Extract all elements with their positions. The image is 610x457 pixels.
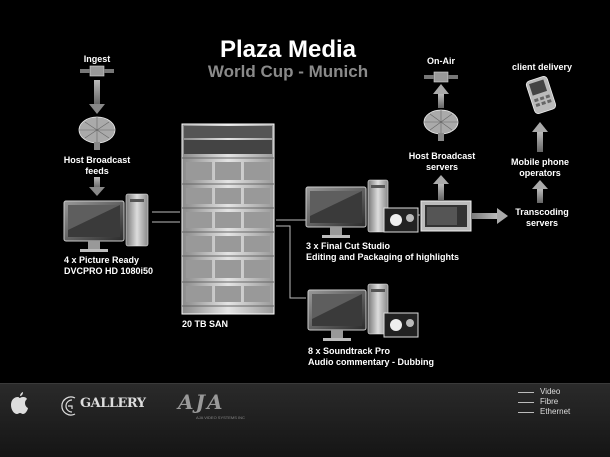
picture-ready-label-line2: DVCPRO HD 1080i50 <box>64 266 154 276</box>
host-servers-up-arrow-icon <box>433 175 449 200</box>
legend-label-ethernet: Ethernet <box>540 407 571 416</box>
soundtrack-label-line2: Audio commentary - Dubbing <box>308 357 434 367</box>
legend-line-video <box>518 392 534 393</box>
legend-label-fibre: Fibre <box>540 397 559 406</box>
legend-item-video: Video <box>518 387 561 397</box>
footer-bar: GALLERY AJA AJA VIDEO SYSTEMS INC Video … <box>0 383 610 457</box>
client-delivery-label: client delivery <box>511 62 573 72</box>
on-air-label: On-Air <box>427 56 455 66</box>
apple-logo-icon <box>11 392 28 414</box>
page-subtitle: World Cup - Munich <box>207 62 369 81</box>
ingest-dish-icon <box>78 116 116 150</box>
on-air-up-arrow-icon <box>433 84 449 108</box>
transcoding-label-line2: servers <box>525 218 559 228</box>
gallery-logo: GALLERY <box>80 396 146 411</box>
host-feeds-label-line2: feeds <box>85 166 109 176</box>
host-servers-label-line2: servers <box>425 162 459 172</box>
soundtrack-workstation-icon <box>307 283 389 341</box>
final-cut-workstation-icon <box>305 179 389 238</box>
page-title: Plaza Media <box>219 36 357 63</box>
legend-line-ethernet <box>518 412 534 413</box>
mobile-phone-icon <box>525 76 557 114</box>
host-servers-dish-icon <box>423 109 459 141</box>
final-cut-label-line1: 3 x Final Cut Studio <box>306 241 391 251</box>
on-air-satellite-icon <box>424 71 458 83</box>
legend-line-fibre <box>518 402 534 403</box>
final-cut-video-io-icon <box>383 207 419 233</box>
transcoding-label-line1: Transcoding <box>515 207 569 217</box>
aja-logo: AJA <box>178 390 225 414</box>
legend-label-video: Video <box>540 387 561 396</box>
final-cut-label-line2: Editing and Packaging of highlights <box>306 252 459 262</box>
broadcast-monitor-icon <box>420 200 472 232</box>
mobile-operators-label-line1: Mobile phone <box>511 157 569 167</box>
legend-item-ethernet: Ethernet <box>518 407 571 417</box>
picture-ready-label-line1: 4 x Picture Ready <box>64 255 140 265</box>
san-rack-icon <box>181 123 275 315</box>
ingest-label: Ingest <box>83 54 111 64</box>
host-servers-label-line1: Host Broadcast <box>408 151 476 161</box>
legend-item-fibre: Fibre <box>518 397 559 407</box>
soundtrack-video-io-icon <box>383 312 419 338</box>
gallery-swirl-icon <box>61 396 76 416</box>
feeds-down-arrow-icon <box>89 177 105 196</box>
soundtrack-label-line1: 8 x Soundtrack Pro <box>308 346 391 356</box>
ingest-down-arrow-icon <box>89 80 105 114</box>
aja-logo-subtitle: AJA VIDEO SYSTEMS INC <box>196 415 245 420</box>
san-label: 20 TB SAN <box>182 319 229 329</box>
transcoding-up-arrow-icon <box>532 180 548 203</box>
mobile-up-arrow-icon <box>532 122 548 152</box>
picture-ready-workstation-icon <box>63 193 149 252</box>
transcoding-arrow-icon <box>471 208 508 224</box>
ingest-satellite-icon <box>80 65 114 77</box>
mobile-operators-label-line2: operators <box>519 168 561 178</box>
host-feeds-label-line1: Host Broadcast <box>63 155 131 165</box>
